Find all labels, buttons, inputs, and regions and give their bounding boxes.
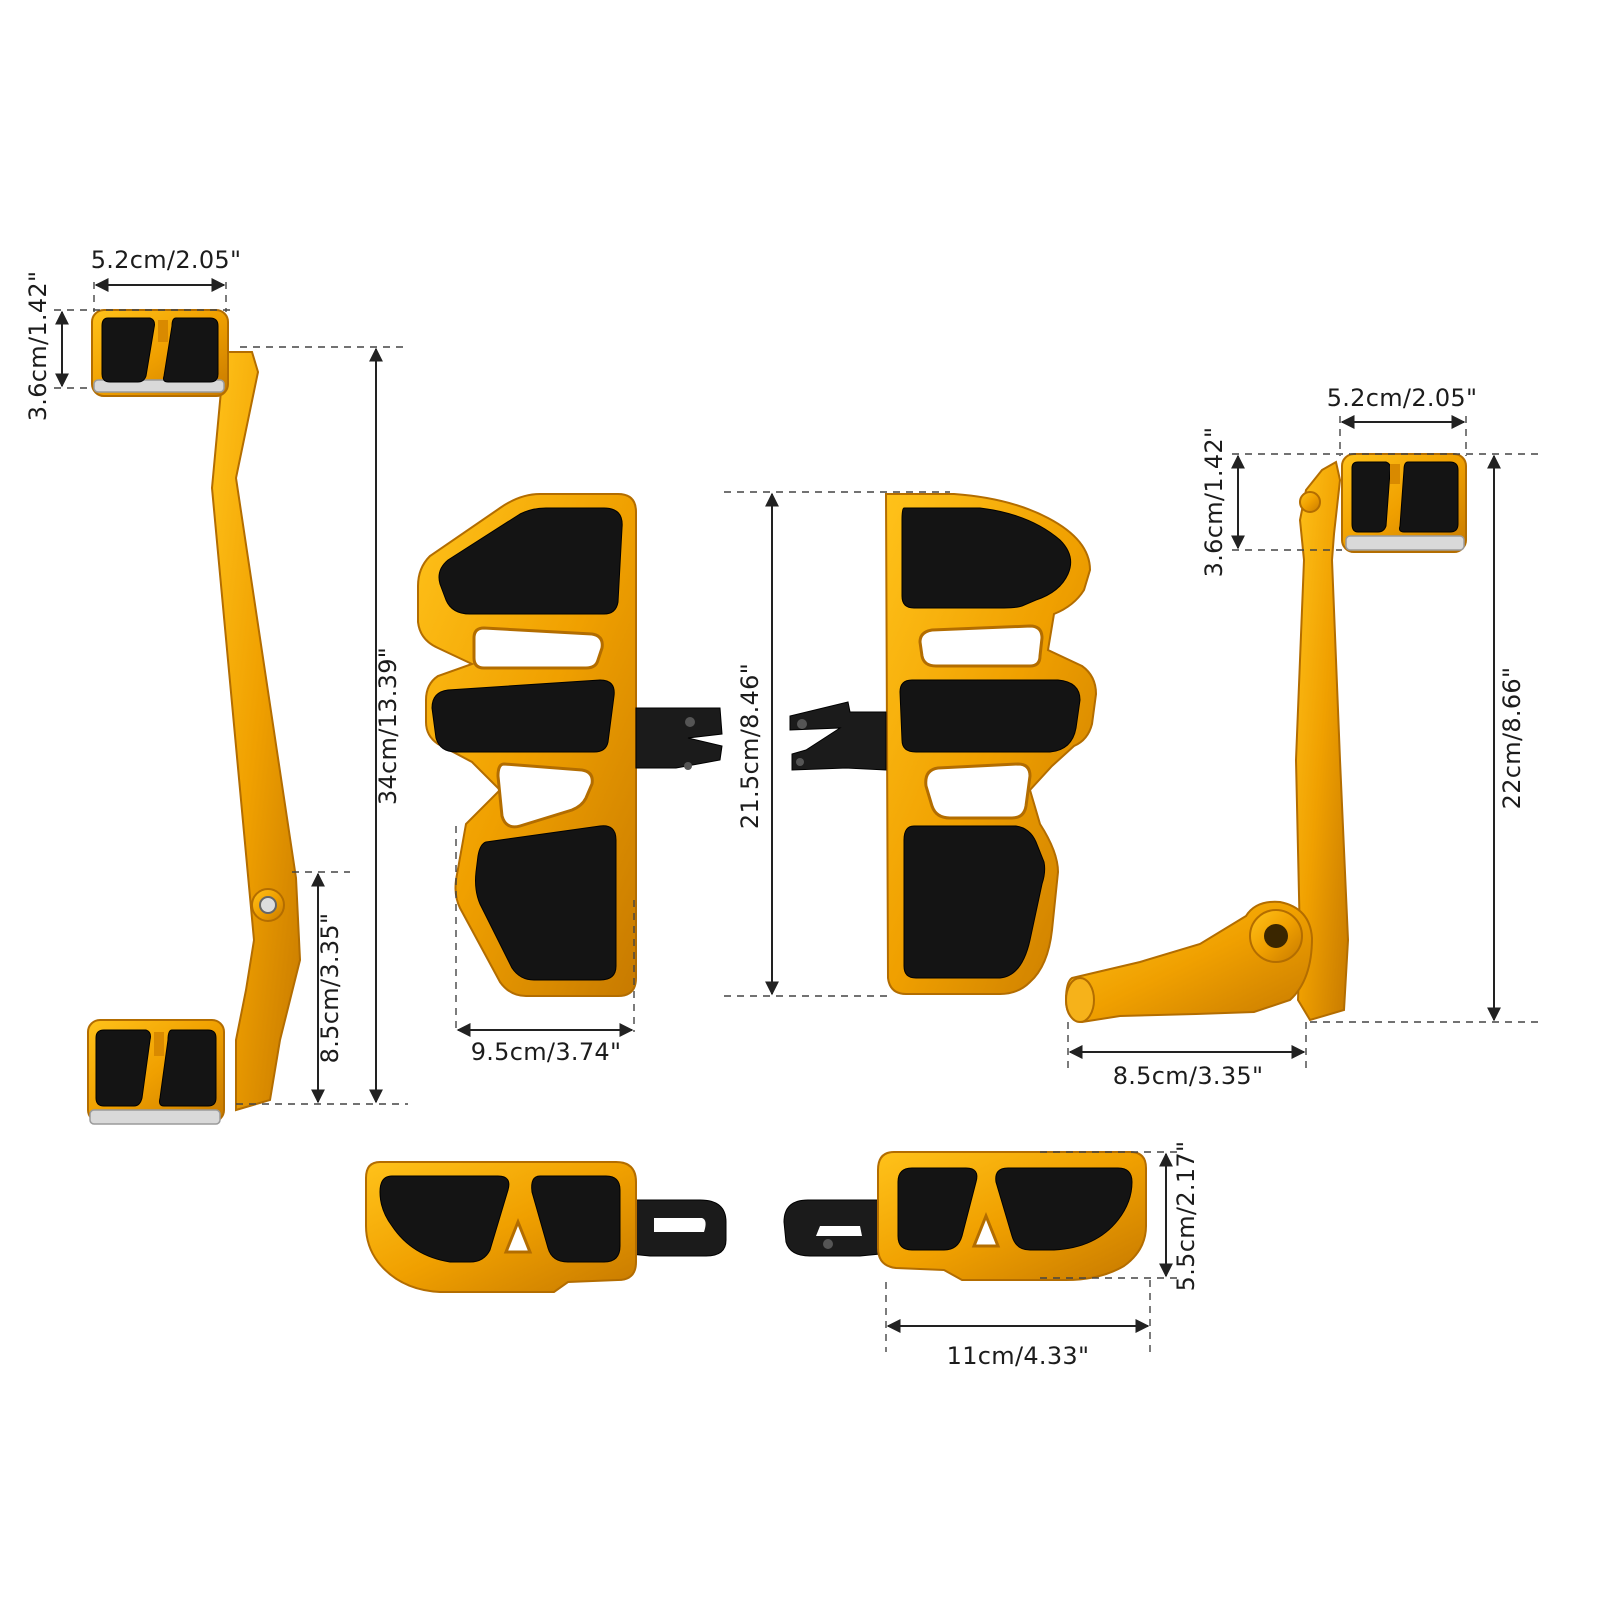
brake-lever xyxy=(1064,453,1467,1024)
brake-lever-pivot-hole xyxy=(1264,924,1288,948)
left-floorboard-mount-bracket xyxy=(635,707,723,769)
left-floorboard-bracket-hole xyxy=(684,762,692,770)
left-floorboard-top-pad xyxy=(438,507,623,615)
shifter-heel-rubber-left xyxy=(95,1029,151,1107)
left-floorboard-middle-pad xyxy=(431,679,615,753)
floorboard-width-label: 9.5cm/3.74" xyxy=(471,1038,622,1066)
right-floorboard-bottom-pad xyxy=(903,825,1046,979)
right-peg-rubber-left xyxy=(897,1167,978,1251)
floorboard-height-dimension: 21.5cm/8.46" xyxy=(724,491,950,997)
shifter-lever-arm xyxy=(210,351,302,1112)
shifter-pad-width-label: 5.2cm/2.05" xyxy=(91,246,242,274)
left-peg-triangle-hole xyxy=(503,1217,533,1254)
brake-dimensions: 5.2cm/2.05" 3.6cm/1.42" 22cm/8.66" 8.5cm… xyxy=(1067,384,1540,1090)
brake-pad-rubber-left xyxy=(1351,461,1391,533)
left-floorboard-bottom-pad xyxy=(475,825,617,981)
brake-pad-height-label: 3.6cm/1.42" xyxy=(1200,427,1228,578)
brake-lever-arm xyxy=(1294,460,1350,1022)
right-peg-clamp-bolt xyxy=(823,1239,833,1249)
right-peg-clamp-gap xyxy=(816,1226,862,1236)
left-floorboard-dimensions: 9.5cm/3.74" xyxy=(455,826,635,1066)
shifter-toe-rubber-left xyxy=(101,317,155,383)
brake-pad-trim xyxy=(1345,535,1465,551)
left-floorboard-lower-slot xyxy=(496,762,594,829)
right-peg-triangle-hole xyxy=(971,1211,1001,1248)
right-floorboard xyxy=(789,493,1098,995)
right-floorboard-top-pad xyxy=(901,507,1072,609)
shifter-total-height-label: 34cm/13.39" xyxy=(374,647,402,805)
heel-toe-shifter xyxy=(87,309,302,1125)
right-floorboard-bracket-hole xyxy=(797,719,807,729)
brake-pad-width-label: 5.2cm/2.05" xyxy=(1327,384,1478,412)
left-floorboard-bracket-hole xyxy=(685,717,695,727)
brake-total-height-label: 22cm/8.66" xyxy=(1498,667,1526,810)
shifter-dimensions: 5.2cm/2.05" 3.6cm/1.42" 34cm/13.39" 8.5c… xyxy=(24,246,408,1105)
shifter-heel-rubber-right xyxy=(159,1029,217,1107)
brake-arm-length-label: 8.5cm/3.35" xyxy=(1113,1062,1264,1090)
shifter-toe-pad-trim xyxy=(93,379,225,393)
peg-height-label: 5.5cm/2.17" xyxy=(1172,1141,1200,1292)
shifter-toe-rubber-right xyxy=(163,317,219,383)
peg-width-label: 11cm/4.33" xyxy=(947,1342,1090,1370)
brake-pad-rubber-right xyxy=(1399,461,1459,533)
right-floorboard-middle-pad xyxy=(899,679,1081,753)
left-floorboard xyxy=(417,493,723,997)
shifter-pad-height-label: 3.6cm/1.42" xyxy=(24,271,52,422)
shifter-heel-pad-trim xyxy=(89,1109,221,1125)
right-floorboard-bracket-hole xyxy=(796,758,804,766)
left-peg-clamp-gap xyxy=(654,1218,706,1232)
shifter-heel-slot xyxy=(154,1032,164,1056)
peg-dimensions: 5.5cm/2.17" 11cm/4.33" xyxy=(885,1141,1200,1370)
left-peg-rubber-right xyxy=(531,1175,621,1263)
left-floorboard-upper-slot xyxy=(472,626,604,670)
brake-lever-shaft-end xyxy=(1065,977,1095,1023)
shifter-pivot-bolt xyxy=(259,896,277,914)
brake-lever-upper-boss xyxy=(1299,491,1321,513)
brake-pad-slot xyxy=(1390,464,1400,484)
right-floorboard-mount-bracket xyxy=(789,701,887,771)
floorboard-height-label: 21.5cm/8.46" xyxy=(736,663,764,829)
right-peg-rubber-right xyxy=(995,1167,1133,1251)
right-floorboard-upper-slot xyxy=(918,624,1044,668)
left-passenger-peg xyxy=(365,1161,727,1293)
shifter-toe-slot xyxy=(158,320,168,342)
right-passenger-peg xyxy=(783,1151,1147,1281)
shifter-heel-height-label: 8.5cm/3.35" xyxy=(316,913,344,1064)
right-floorboard-lower-slot xyxy=(924,762,1032,820)
left-peg-rubber-left xyxy=(379,1175,510,1263)
